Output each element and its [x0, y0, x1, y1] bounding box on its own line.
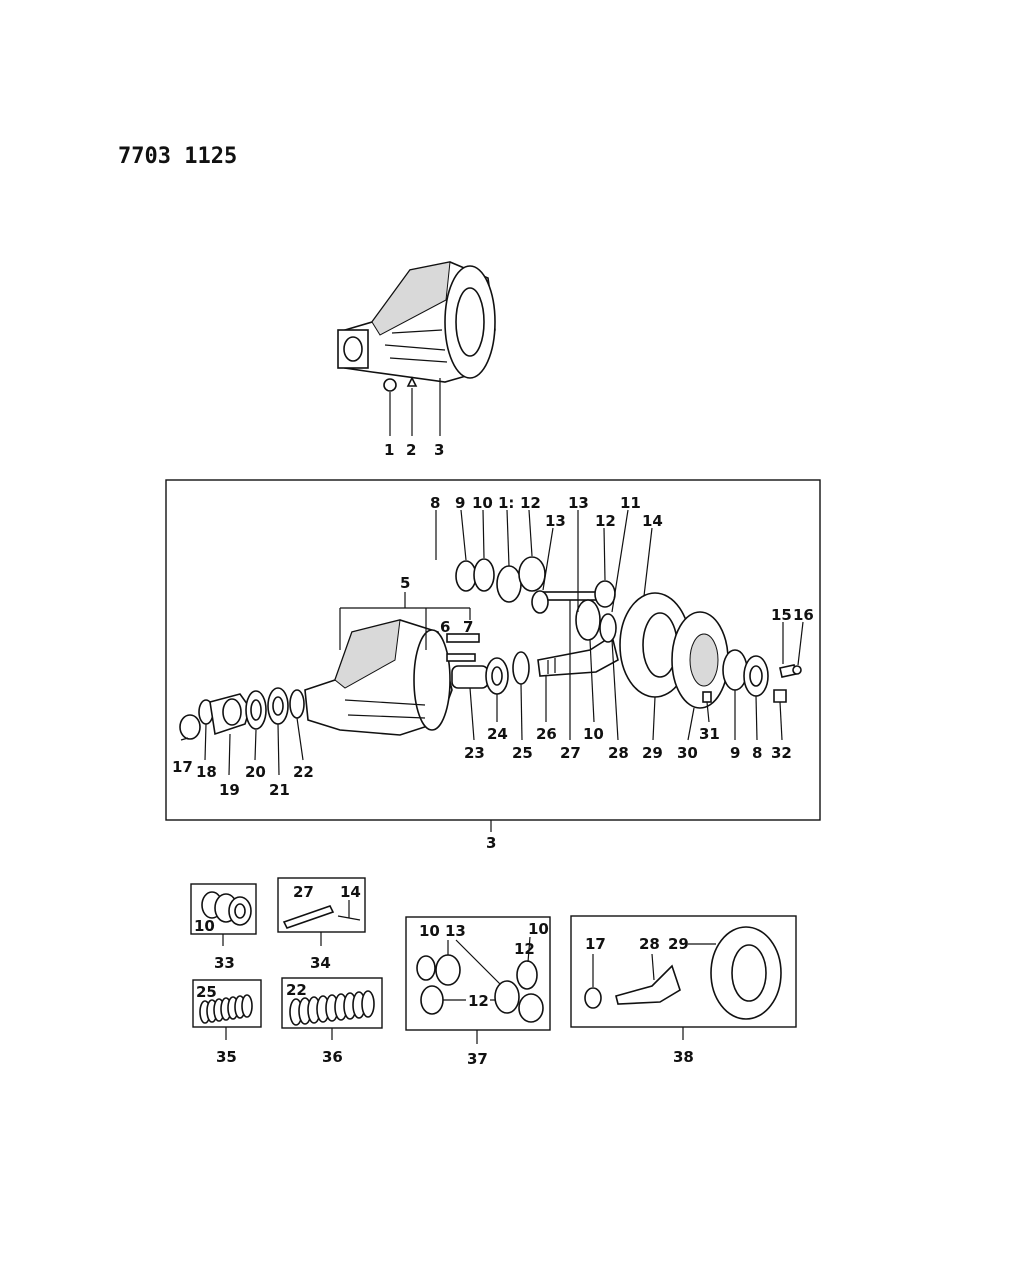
- kit-33-label: 33: [214, 954, 235, 972]
- label-21: 21: [269, 781, 290, 799]
- label-9-bottom: 9: [730, 744, 740, 762]
- side-gear-part: [496, 565, 522, 603]
- label-17: 17: [172, 758, 193, 776]
- kit-36-label: 36: [322, 1048, 343, 1066]
- pinion-gear-right-part: [594, 580, 616, 608]
- ring-and-pinion-kit-illustration: [584, 926, 782, 1020]
- kit-34-label: 34: [310, 954, 331, 972]
- spacer-part: [289, 689, 305, 719]
- leader-lines: [180, 509, 804, 776]
- kit-34-inner-27: 27: [293, 883, 314, 901]
- label-29: 29: [642, 744, 663, 762]
- label-27: 27: [560, 744, 581, 762]
- side-bearing-right-part: [722, 649, 748, 691]
- shim-25-part: [512, 651, 530, 685]
- kit-36-inner-22: 22: [286, 981, 307, 999]
- part-code: 7703 1125: [118, 144, 237, 169]
- label-13-mid: 13: [545, 512, 566, 530]
- companion-flange-part: [209, 693, 251, 736]
- kit-33-inner-10: 10: [194, 917, 215, 935]
- pinion-gear-part: [518, 556, 546, 592]
- oil-seal-part: [245, 690, 267, 730]
- carrier-housing-illustration: [304, 619, 453, 736]
- label-30: 30: [677, 744, 698, 762]
- shim-set-36-illustration: [289, 990, 375, 1026]
- bearing-part: [267, 687, 289, 725]
- kit-37-inner-12-bottom: 12: [468, 992, 489, 1010]
- kit-35-box: [192, 979, 262, 1028]
- kit-37-inner-13: 13: [445, 922, 466, 940]
- drain-plug-part: [383, 378, 397, 392]
- thrust-washer-part: [531, 590, 549, 614]
- label-18: 18: [196, 763, 217, 781]
- carrier-assembly-illustration: [337, 261, 496, 383]
- label-11-top: 1:: [498, 494, 514, 512]
- shaft-pin-illustration: [282, 900, 361, 929]
- label-7: 7: [463, 618, 473, 636]
- label-10-bottom: 10: [583, 725, 604, 743]
- kit-38-inner-29: 29: [668, 935, 689, 953]
- kit-37-label: 37: [467, 1050, 488, 1068]
- label-26: 26: [536, 725, 557, 743]
- shim-set-35-illustration: [199, 994, 253, 1024]
- label-3: 3: [434, 441, 444, 459]
- differential-gear-kit-illustration: [416, 954, 544, 1023]
- label-14: 14: [642, 512, 663, 530]
- label-28: 28: [608, 744, 629, 762]
- bolt-part: [446, 653, 476, 662]
- label-24: 24: [487, 725, 508, 743]
- kit-38-inner-28: 28: [639, 935, 660, 953]
- label-8-bottom: 8: [752, 744, 762, 762]
- kit-37-inner-10-right: 10: [528, 920, 549, 938]
- kit-35-label: 35: [216, 1048, 237, 1066]
- lock-bolt-part: [792, 665, 802, 675]
- stud-part: [446, 633, 480, 643]
- label-32: 32: [771, 744, 792, 762]
- exploded-view-frame: [165, 479, 821, 821]
- label-20: 20: [245, 763, 266, 781]
- label-6: 6: [440, 618, 450, 636]
- kit-37-inner-12-right: 12: [514, 940, 535, 958]
- kit-34-inner-14: 14: [340, 883, 361, 901]
- label-11-right: 11: [620, 494, 641, 512]
- kit-37-inner-10-left: 10: [419, 922, 440, 940]
- kit-35-inner-25: 25: [196, 983, 217, 1001]
- gasket-part: [406, 376, 418, 387]
- label-12-top: 12: [520, 494, 541, 512]
- adjust-nut-part: [773, 689, 787, 703]
- spacer-23-part: [451, 665, 489, 689]
- pinion-nut-part: [179, 714, 201, 740]
- label-2: 2: [406, 441, 416, 459]
- bearing-24-part: [485, 657, 509, 695]
- side-bearing-left-part: [455, 560, 477, 592]
- label-22: 22: [293, 763, 314, 781]
- differential-case-part: [671, 611, 729, 709]
- label-31: 31: [699, 725, 720, 743]
- label-5: 5: [400, 574, 410, 592]
- kit-38-label: 38: [673, 1048, 694, 1066]
- label-25: 25: [512, 744, 533, 762]
- bearing-race-left-part: [473, 558, 495, 592]
- label-10-top: 10: [472, 494, 493, 512]
- label-8-top: 8: [430, 494, 440, 512]
- label-1: 1: [384, 441, 394, 459]
- kit-37-box: [405, 916, 551, 1031]
- lock-pin-part: [702, 691, 712, 703]
- label-15: 15: [771, 606, 792, 624]
- side-gear-washer-part: [599, 613, 617, 643]
- bearing-race-right-part: [743, 655, 769, 697]
- label-16: 16: [793, 606, 814, 624]
- label-19: 19: [219, 781, 240, 799]
- bearing-kit-illustration: [201, 891, 252, 926]
- side-gear-right-part: [575, 599, 601, 641]
- frame-label-3: 3: [486, 834, 496, 852]
- kit-38-inner-17: 17: [585, 935, 606, 953]
- label-9-top: 9: [455, 494, 465, 512]
- label-12-right: 12: [595, 512, 616, 530]
- label-23: 23: [464, 744, 485, 762]
- label-13-top: 13: [568, 494, 589, 512]
